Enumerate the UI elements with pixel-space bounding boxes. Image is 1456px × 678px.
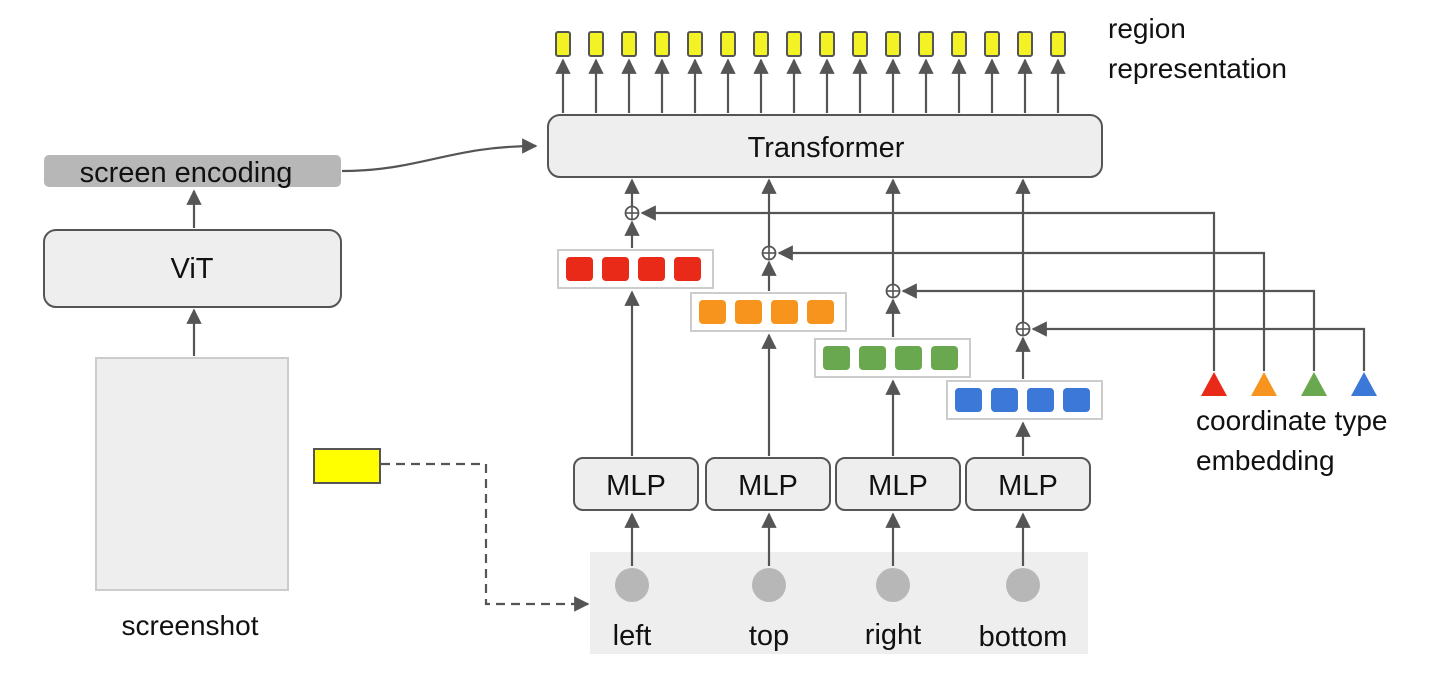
- top-mlp-label: MLP: [738, 470, 798, 502]
- bottom-label: bottom: [979, 621, 1068, 653]
- region-token: [588, 31, 604, 57]
- screenshot-image: [95, 357, 289, 591]
- embedding-cell: [895, 346, 922, 370]
- region-token: [786, 31, 802, 57]
- region-token: [819, 31, 835, 57]
- top-mlp-box: [705, 457, 831, 511]
- left-mlp-label: MLP: [606, 470, 666, 502]
- screen-encoding-bar: [44, 155, 341, 187]
- bottom-mlp-box: [965, 457, 1091, 511]
- region-token: [885, 31, 901, 57]
- right-type-triangle: [1301, 372, 1327, 396]
- screenshot-label: screenshot: [122, 610, 259, 641]
- type-embedding-arrow: [901, 283, 1316, 371]
- region-token: [1017, 31, 1033, 57]
- encoding-to-transformer-arrow: [341, 138, 538, 173]
- region-token: [918, 31, 934, 57]
- embedding-cell: [955, 388, 982, 412]
- embedding-cell: [638, 257, 665, 281]
- branch-bottom: bottom MLP: [946, 178, 1377, 653]
- region-token: [720, 31, 736, 57]
- embedding-cell: [859, 346, 886, 370]
- top-type-triangle: [1251, 372, 1277, 396]
- region-representation-label: region representation: [1108, 13, 1287, 84]
- region-representation-tokens: [555, 31, 1066, 113]
- right-label: right: [865, 619, 921, 651]
- top-input-node: [752, 568, 786, 602]
- embedding-cell: [807, 300, 834, 324]
- region-token: [687, 31, 703, 57]
- screen-encoding-label: screen encoding: [80, 157, 293, 189]
- top-label: top: [749, 620, 789, 652]
- embedding-cell: [735, 300, 762, 324]
- bottom-type-triangle: [1351, 372, 1377, 396]
- transformer-box: [547, 114, 1103, 178]
- right-mlp-box: [835, 457, 961, 511]
- branch-right: right MLP: [814, 178, 1327, 651]
- left-mlp-box: [573, 457, 699, 511]
- embedding-cell: [566, 257, 593, 281]
- vit-box: [43, 229, 342, 308]
- type-embedding-arrow: [1031, 321, 1366, 371]
- right-mlp-label: MLP: [868, 470, 928, 502]
- type-embedding-arrow: [640, 205, 1216, 371]
- left-input-node: [615, 568, 649, 602]
- region-token: [555, 31, 571, 57]
- branch-top: top MLP: [690, 178, 1277, 652]
- left-type-triangle: [1201, 372, 1227, 396]
- bottom-mlp-label: MLP: [998, 470, 1058, 502]
- region-token: [1050, 31, 1066, 57]
- coordinates-panel: [590, 552, 1088, 654]
- region-token: [753, 31, 769, 57]
- type-embedding-arrow: [777, 245, 1266, 371]
- embedding-cell: [771, 300, 798, 324]
- region-token: [621, 31, 637, 57]
- embedding-cell: [602, 257, 629, 281]
- region-token: [984, 31, 1000, 57]
- embedding-cell: [991, 388, 1018, 412]
- embedding-cell: [674, 257, 701, 281]
- bottom-input-node: [1006, 568, 1040, 602]
- region-token: [852, 31, 868, 57]
- region-box: [313, 448, 381, 484]
- region-token: [951, 31, 967, 57]
- left-label: left: [613, 620, 652, 652]
- transformer-label: Transformer: [748, 132, 905, 164]
- region-to-coordinates-dashed-arrow: [381, 462, 590, 612]
- embedding-cell: [699, 300, 726, 324]
- embedding-cell: [931, 346, 958, 370]
- embedding-cell: [823, 346, 850, 370]
- coordinate-type-embedding-label: coordinate type embedding: [1196, 405, 1395, 476]
- coordinate-branches: left MLP top MLP right MLP bottom MLP: [557, 178, 1377, 653]
- embedding-cell: [1063, 388, 1090, 412]
- vit-label: ViT: [171, 253, 214, 285]
- region-token: [654, 31, 670, 57]
- embedding-cell: [1027, 388, 1054, 412]
- branch-left: left MLP: [557, 178, 1227, 652]
- right-input-node: [876, 568, 910, 602]
